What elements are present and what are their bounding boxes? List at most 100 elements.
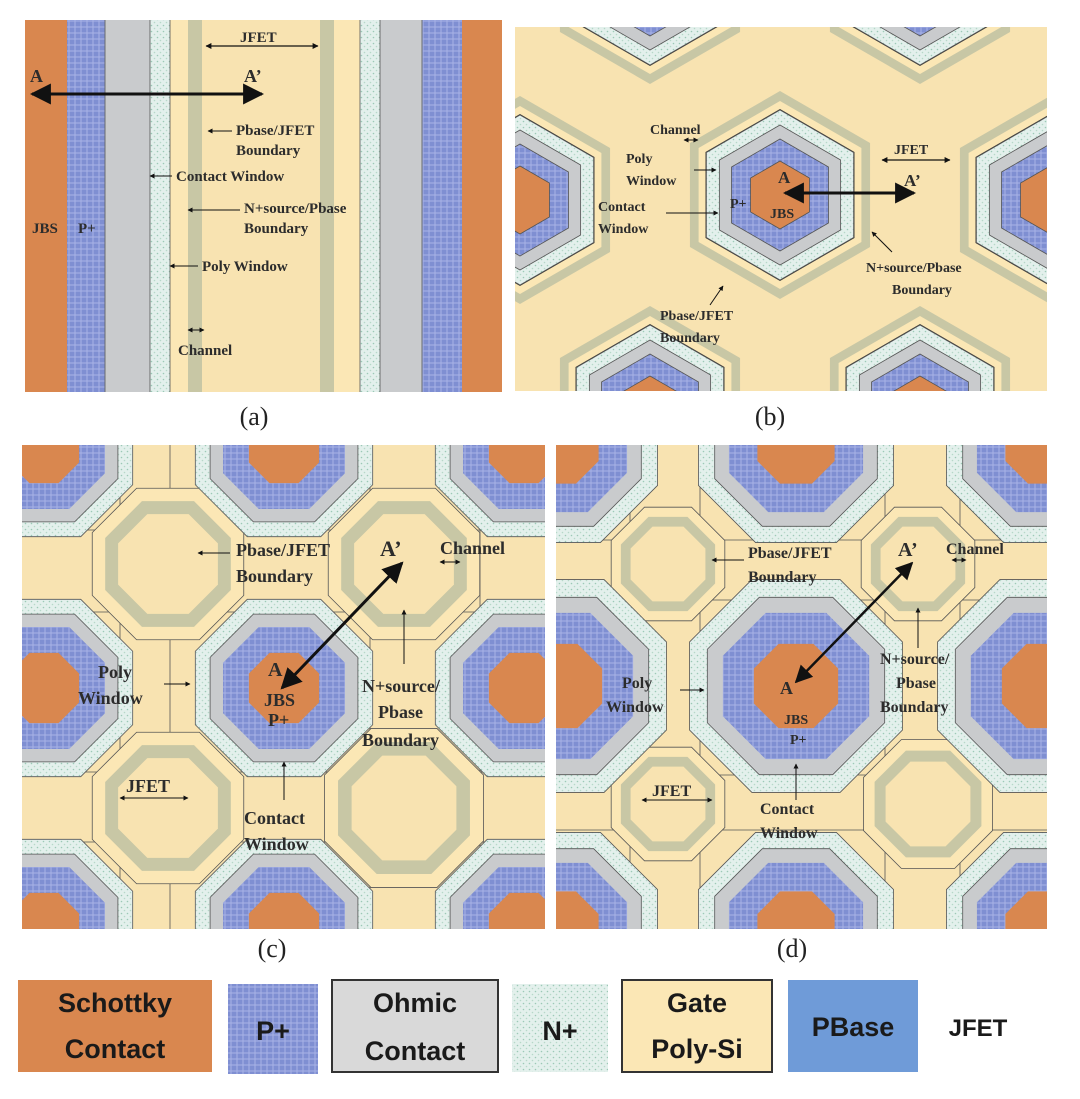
stripe-pbase-ring-right	[320, 20, 334, 392]
octagon-jbs-cell	[488, 652, 545, 724]
octagon-jbs-cell	[728, 862, 864, 929]
stripe-ohmic-right	[380, 20, 422, 392]
b-pbase-jfet-2: Boundary	[660, 331, 720, 346]
stripe-schottky	[25, 20, 67, 392]
b-cut-start: A	[778, 168, 791, 187]
octagon-jbs-cell	[488, 445, 545, 484]
b-jfet: JFET	[894, 143, 929, 158]
legend-nplus: N+	[512, 984, 608, 1072]
hex-cell-layer	[1020, 167, 1047, 233]
octagon-jbs-cell	[1005, 445, 1047, 484]
d-nsource-pbase-3: Boundary	[880, 699, 948, 716]
octagon-jbs-cell	[556, 643, 603, 729]
c-channel: Channel	[440, 538, 505, 558]
a-caption: (a)	[240, 402, 269, 431]
c-caption: (c)	[258, 934, 287, 963]
octagon-jbs-cell	[556, 445, 599, 484]
a-cut-end: A’	[244, 66, 262, 86]
octagon-jbs-cell	[757, 891, 835, 929]
d-channel: Channel	[946, 541, 1004, 558]
b-jbs: JBS	[770, 207, 794, 222]
hex-cell-layer	[633, 27, 667, 37]
svg-text:N+: N+	[542, 1016, 577, 1046]
a-nsource-pbase-1: N+source/Pbase	[244, 201, 347, 217]
hex-cell-layer	[903, 27, 937, 37]
d-contact-window-2: Window	[760, 825, 818, 842]
octagon-jbs-cell	[1005, 891, 1047, 929]
a-contact-window: Contact Window	[176, 169, 284, 185]
d-contact-window-1: Contact	[760, 801, 815, 818]
stripe-ohmic	[105, 20, 150, 392]
a-jfet-label: JFET	[240, 30, 277, 46]
panel-a-stripe-layout: A A’ JFET Pbase/JFET Boundary Contact Wi…	[25, 20, 502, 431]
a-cut-start: A	[30, 66, 43, 86]
c-jfet: JFET	[126, 776, 170, 796]
octagon-jbs-cell	[488, 892, 545, 929]
c-nsource-pbase-3: Boundary	[362, 730, 439, 750]
legend-poly: Gate Poly-Si	[621, 979, 773, 1073]
octagon-jbs-cell	[248, 445, 320, 484]
svg-text:P+: P+	[256, 1016, 290, 1046]
a-nsource-pbase-2: Boundary	[244, 221, 309, 237]
hex-cell-layer	[609, 27, 691, 51]
octagon-jfet-cell	[351, 755, 457, 861]
a-pbase-jfet-1: Pbase/JFET	[236, 123, 314, 139]
octagon-jbs-cell	[22, 892, 80, 929]
d-cut-start: A	[780, 678, 793, 698]
a-pplus: P+	[78, 221, 96, 237]
c-pbase-jfet-2: Boundary	[236, 566, 313, 586]
svg-text:Contact: Contact	[65, 1034, 166, 1064]
cut-line-c	[280, 561, 404, 690]
stripe-nplus	[150, 20, 170, 392]
b-caption: (b)	[755, 402, 785, 431]
d-pplus: P+	[790, 733, 807, 748]
svg-text:Schottky: Schottky	[58, 988, 172, 1018]
legend-pplus: P+	[228, 984, 318, 1074]
c-contact-window-1: Contact	[244, 808, 305, 828]
d-poly-window-2: Window	[606, 699, 664, 716]
legend-ohmic: Ohmic Contact	[331, 979, 499, 1073]
panel-c-octagonal-layout: Pbase/JFET Boundary A’ Channel Poly Wind…	[22, 445, 545, 963]
octagon-jbs-cell	[22, 652, 80, 724]
octagon-jbs-cell	[556, 891, 599, 929]
stripe-pbase-ring	[188, 20, 202, 392]
hex-cell-layer	[515, 165, 550, 235]
b-pplus: P+	[730, 197, 747, 212]
a-channel: Channel	[178, 343, 232, 359]
b-cut-end: A’	[904, 171, 921, 190]
svg-text:Ohmic: Ohmic	[373, 988, 457, 1018]
d-pbase-jfet-2: Boundary	[748, 569, 816, 586]
hex-cell-layer	[621, 0, 680, 14]
b-contact-window-1: Contact	[598, 200, 646, 215]
panel-b-hexagonal-layout: Channel JFET Poly Window A A’ Contact Wi…	[515, 0, 1047, 431]
octagon-jfet-cell	[880, 526, 956, 602]
stripe-nplus-right	[360, 20, 380, 392]
b-nsource-pbase-2: Boundary	[892, 283, 952, 298]
d-poly-window-1: Poly	[622, 675, 652, 692]
c-pplus: P+	[268, 710, 289, 730]
hex-cell-layer	[623, 375, 677, 391]
cut-line-d	[794, 561, 914, 684]
legend-jfet: JFET	[949, 1015, 1008, 1042]
c-cut-start: A	[268, 659, 283, 681]
hex-cell-layer	[879, 27, 961, 51]
octagon-jbs-cell	[757, 445, 835, 484]
octagon-jfet-cell	[118, 514, 218, 614]
b-channel: Channel	[650, 123, 701, 138]
c-contact-window-2: Window	[244, 834, 309, 854]
stripe-pplus	[67, 20, 105, 392]
b-pbase-jfet-1: Pbase/JFET	[660, 309, 734, 324]
d-nsource-pbase-2: Pbase	[896, 675, 936, 692]
b-contact-window-2: Window	[598, 222, 649, 237]
octagon-jbs-cell	[248, 892, 320, 929]
d-cut-end: A’	[898, 539, 918, 561]
svg-text:Poly-Si: Poly-Si	[651, 1034, 743, 1064]
d-caption: (d)	[777, 934, 807, 963]
hex-cell-layer	[891, 0, 950, 14]
hex-cell-layer	[750, 160, 810, 230]
c-pbase-jfet-1: Pbase/JFET	[236, 540, 330, 560]
svg-text:Gate: Gate	[667, 988, 727, 1018]
a-poly-window: Poly Window	[202, 259, 288, 275]
legend-schottky: Schottky Contact	[18, 980, 212, 1072]
stripe-poly-edge-right	[334, 20, 360, 392]
